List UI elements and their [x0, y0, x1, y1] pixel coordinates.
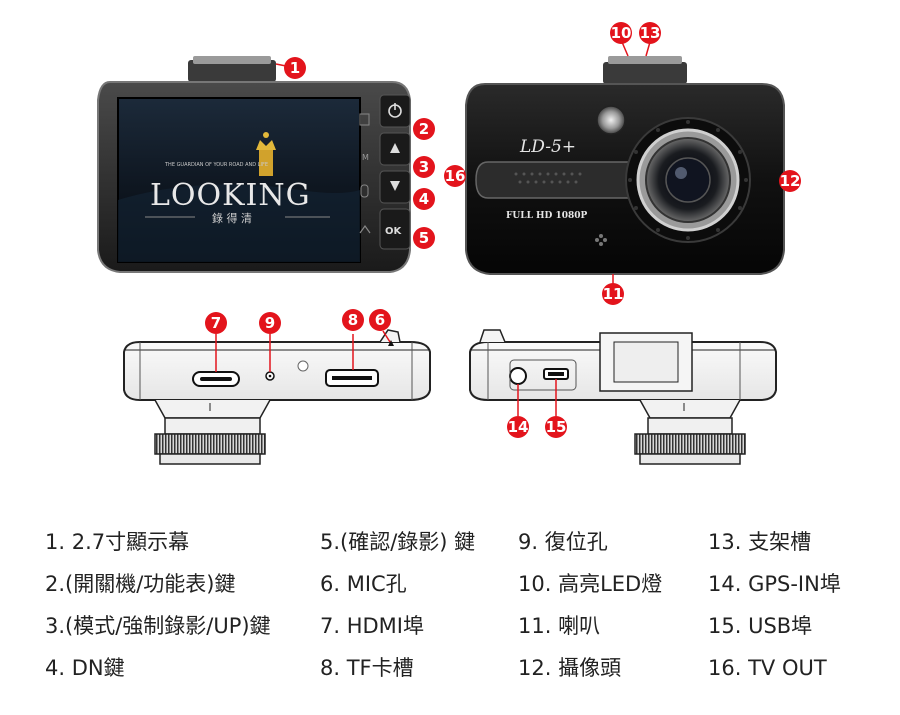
legend-item: 14. GPS-IN埠 — [708, 572, 841, 596]
legend-item: 16. TV OUT — [708, 656, 827, 680]
svg-text:2: 2 — [419, 120, 429, 138]
led-light — [596, 105, 626, 135]
badge-13: 13 — [639, 22, 661, 57]
badge-12: 12 — [779, 170, 801, 192]
svg-text:11: 11 — [603, 285, 624, 303]
screen-tagline: THE GUARDIAN OF YOUR ROAD AND LIFE — [164, 162, 268, 168]
bracket-slot — [603, 62, 687, 84]
record-indicator-icon — [359, 224, 371, 234]
camera-lens — [625, 117, 751, 243]
mic-indicator-icon — [360, 184, 369, 198]
camera-back-view: THE GUARDIAN OF YOUR ROAD AND LIFE LOOKI… — [97, 56, 411, 273]
badge-16: 16 — [444, 165, 466, 187]
legend-item: 2.(開關機/功能表)鍵 — [45, 572, 236, 596]
legend-item: 8. TF卡槽 — [320, 656, 414, 680]
badge-14: 14 — [507, 384, 529, 438]
screen-brand: LOOKING — [150, 178, 311, 213]
mount-knob-left — [154, 433, 266, 455]
ok-button[interactable] — [379, 208, 411, 250]
button-column: OK — [379, 94, 411, 250]
mode-indicator-icon: M — [362, 153, 369, 162]
svg-text:8: 8 — [348, 311, 358, 329]
svg-text:13: 13 — [640, 24, 661, 42]
down-icon — [390, 181, 400, 191]
svg-text:12: 12 — [780, 172, 801, 190]
badge-6: 6 — [369, 309, 391, 343]
legend-item: 10. 高亮LED燈 — [518, 572, 663, 596]
up-icon — [390, 143, 400, 153]
callout-badges: 1 2 3 4 5 16 10 13 12 11 7 9 8 6 14 15 — [205, 22, 801, 438]
badge-2: 2 — [413, 118, 435, 140]
camera-front-view: LD-5+ FULL HD 1080P — [465, 56, 785, 275]
menu-icon — [359, 113, 370, 126]
screw-hole — [297, 360, 309, 372]
legend-item: 4. DN鍵 — [45, 656, 125, 680]
parts-legend: 1. 2.7寸顯示幕 2.(開關機/功能表)鍵 3.(模式/強制錄影/UP)鍵 … — [45, 522, 875, 702]
badge-15: 15 — [545, 379, 567, 438]
svg-text:6: 6 — [375, 311, 385, 329]
speaker-grille — [514, 172, 582, 184]
model-label: LD-5+ — [519, 137, 576, 157]
camera-views: THE GUARDIAN OF YOUR ROAD AND LIFE LOOKI… — [97, 22, 801, 465]
legend-item: 7. HDMI埠 — [320, 614, 424, 638]
svg-text:9: 9 — [265, 314, 275, 332]
svg-text:5: 5 — [419, 229, 429, 247]
camera-bottom-view-left — [123, 329, 431, 465]
badge-10: 10 — [610, 22, 632, 57]
legend-item: 1. 2.7寸顯示幕 — [45, 530, 190, 554]
badge-4: 4 — [413, 188, 435, 210]
badge-1: 1 — [275, 57, 306, 79]
ok-button-label: OK — [385, 226, 403, 237]
svg-text:10: 10 — [611, 24, 632, 42]
svg-text:1: 1 — [290, 59, 300, 77]
badge-7: 7 — [205, 312, 227, 372]
legend-item: 6. MIC孔 — [320, 572, 407, 596]
legend-item: 13. 支架槽 — [708, 530, 812, 554]
mount-clip — [188, 60, 276, 82]
badge-9: 9 — [259, 312, 281, 372]
legend-item: 5.(確認/錄影) 鍵 — [320, 530, 476, 554]
legend-item: 9. 復位孔 — [518, 530, 608, 554]
svg-text:14: 14 — [508, 418, 529, 436]
camera-bottom-view-right — [469, 329, 777, 465]
mic-cross-icon — [595, 234, 607, 246]
badge-8: 8 — [342, 309, 364, 370]
gps-in-port — [509, 367, 527, 385]
svg-text:16: 16 — [445, 167, 466, 185]
front-strip — [475, 161, 646, 199]
legend-item: 11. 喇叭 — [518, 614, 601, 638]
product-illustration: THE GUARDIAN OF YOUR ROAD AND LIFE LOOKI… — [97, 22, 801, 465]
badge-5: 5 — [413, 227, 435, 249]
svg-text:4: 4 — [419, 190, 429, 208]
side-body-left — [123, 341, 431, 401]
svg-text:3: 3 — [419, 158, 429, 176]
mic-hole — [388, 340, 394, 346]
svg-text:15: 15 — [546, 418, 567, 436]
legend-item: 3.(模式/強制錄影/UP)鍵 — [45, 614, 271, 638]
legend-item: 12. 攝像頭 — [518, 656, 622, 680]
screen-brand-cn: 錄 得 清 — [212, 211, 252, 225]
svg-text:7: 7 — [211, 314, 221, 332]
badge-11: 11 — [602, 274, 624, 305]
legend-item: 15. USB埠 — [708, 614, 813, 638]
mount-knob-right — [634, 433, 746, 455]
badge-3: 3 — [413, 156, 435, 178]
crown-logo — [256, 132, 276, 176]
resolution-label: FULL HD 1080P — [506, 211, 588, 221]
